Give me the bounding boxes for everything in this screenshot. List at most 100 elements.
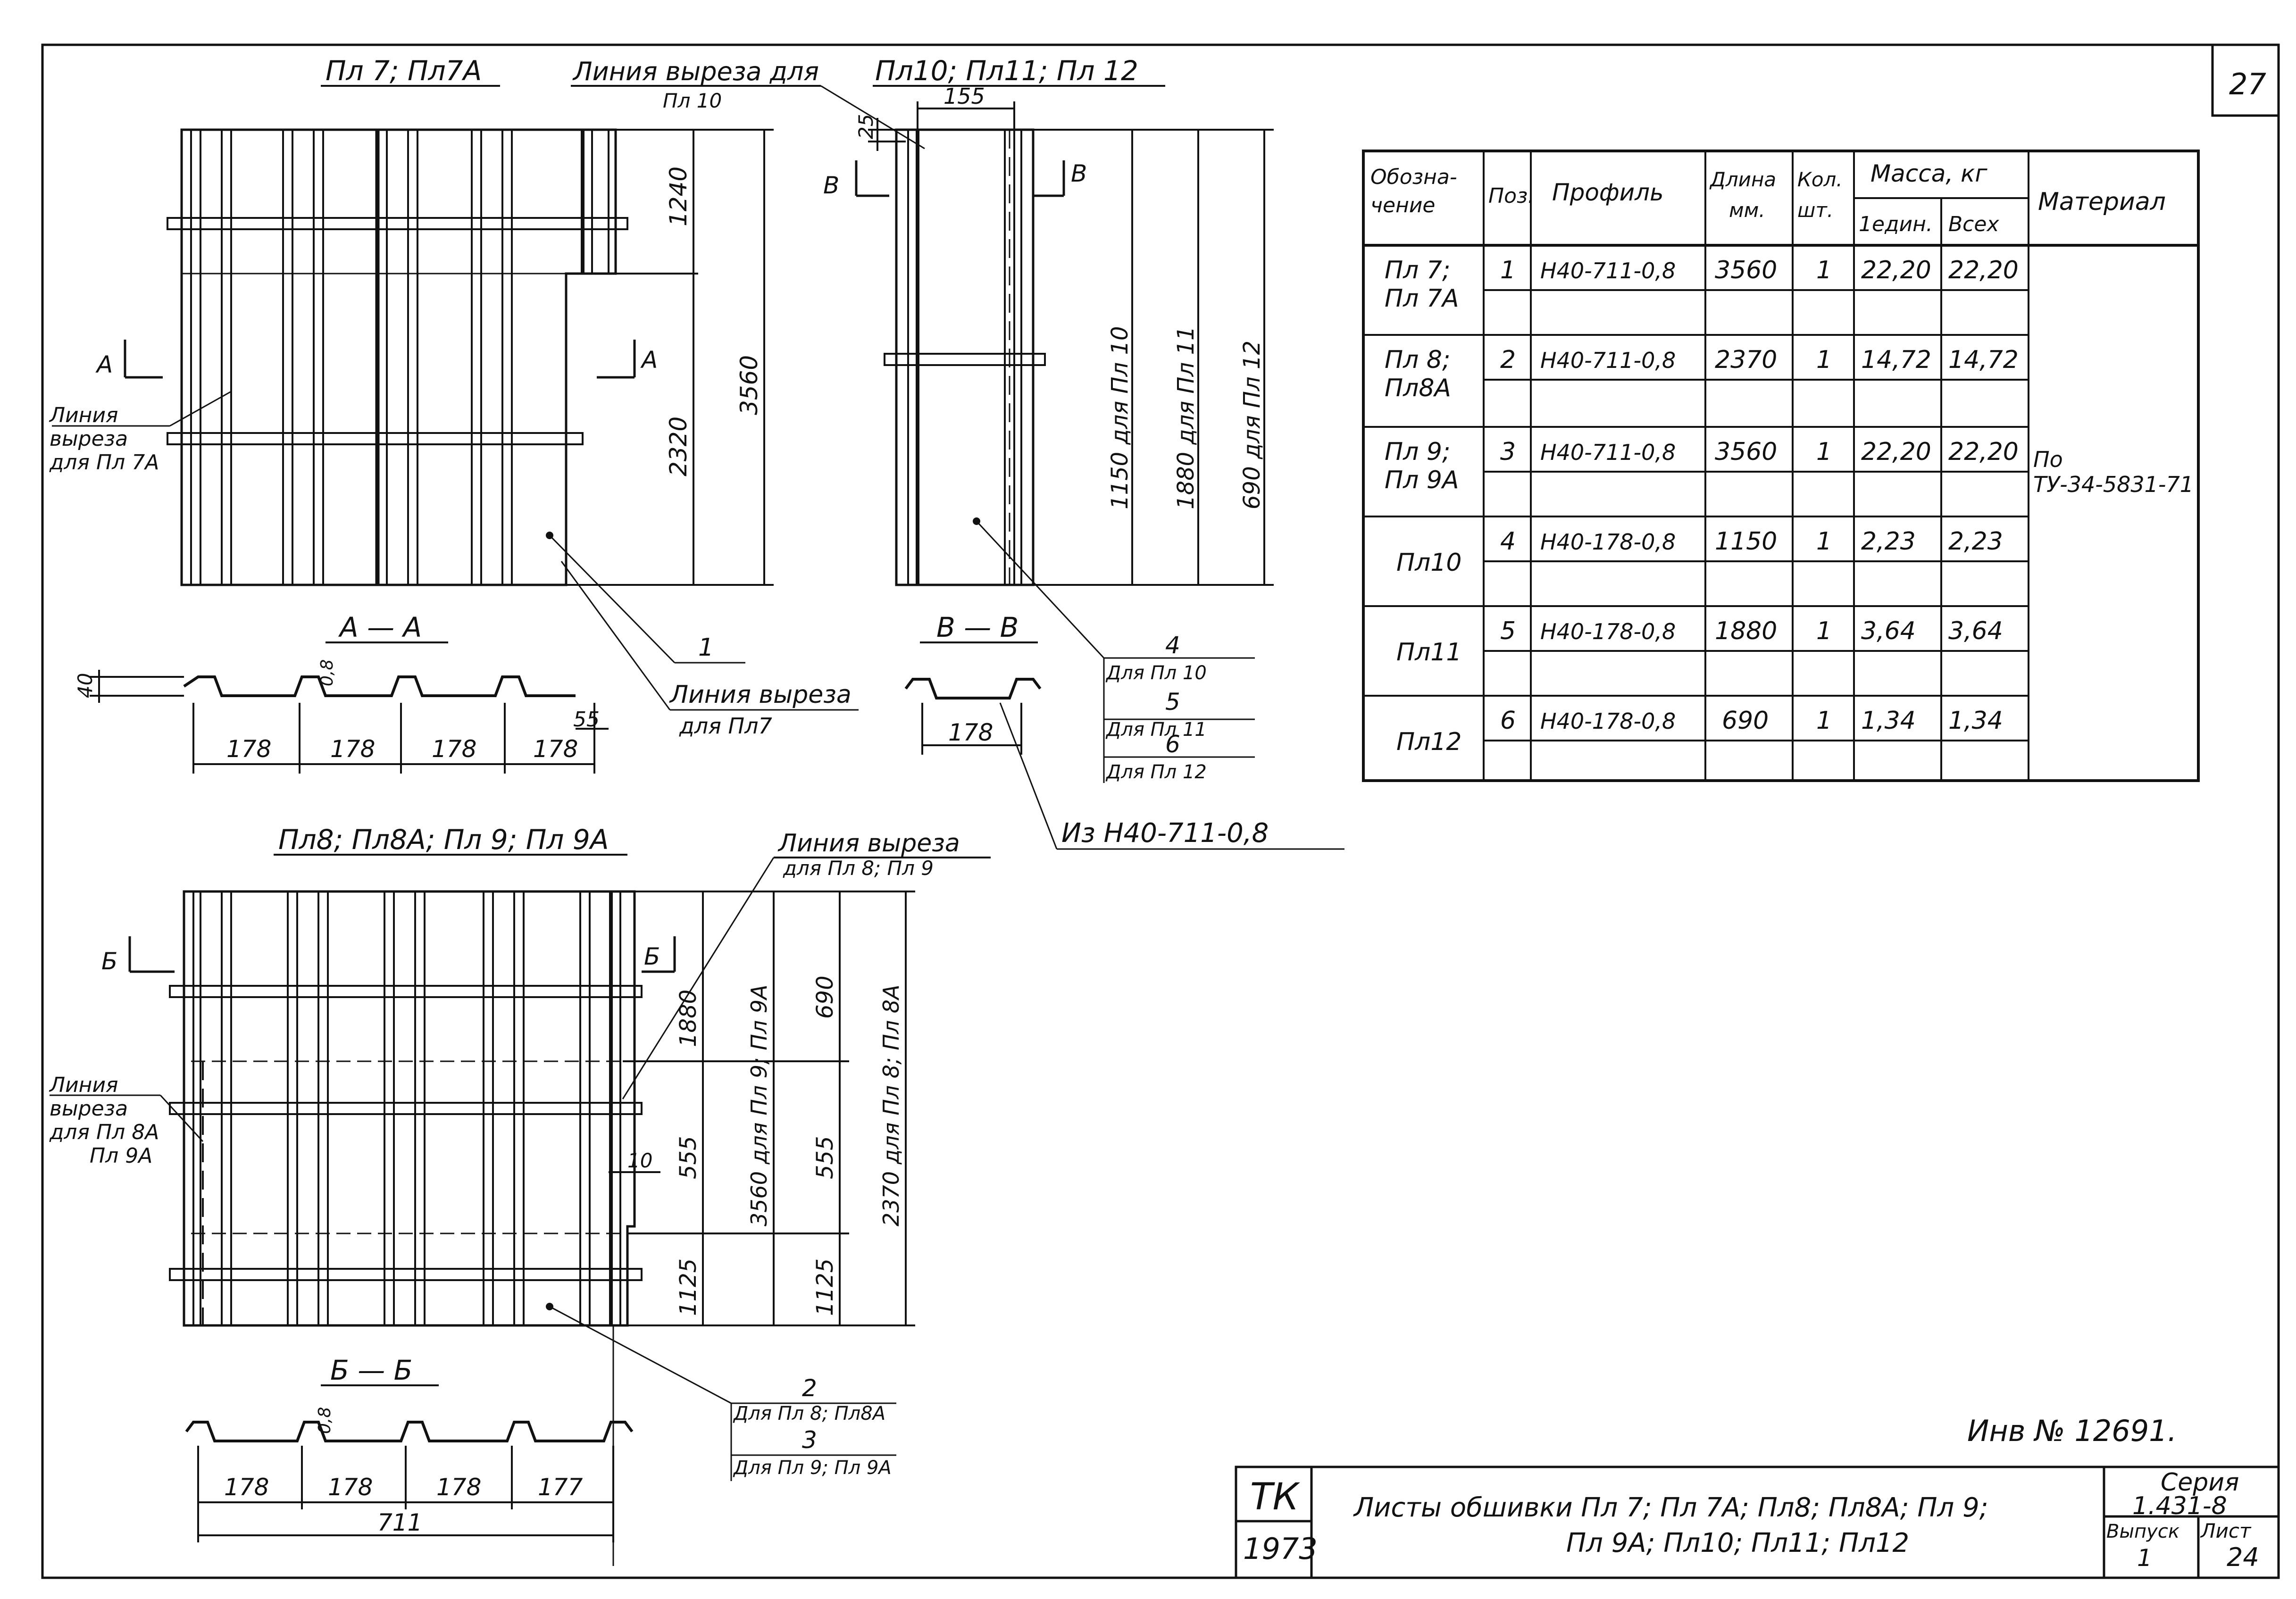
svg-text:Для Пл 11: Для Пл 11 <box>1105 719 1207 741</box>
svg-text:2,23: 2,23 <box>1861 527 1916 556</box>
svg-text:178: 178 <box>328 1474 373 1501</box>
table-row: Пл11 5 Н40-178-0,8 1880 1 3,64 3,64 <box>1396 617 2003 666</box>
svg-text:Б: Б <box>101 948 117 975</box>
svg-text:Б: Б <box>644 943 660 970</box>
dim-1240: 1240 <box>665 167 692 226</box>
table-row: Пл10 4 Н40-178-0,8 1150 1 2,23 2,23 <box>1396 527 2003 577</box>
view-pl10: Пл10; Пл11; Пл 12 В В 155 25 <box>823 55 1274 783</box>
svg-text:22,20: 22,20 <box>1861 438 1931 466</box>
svg-text:1: 1 <box>1816 617 1832 645</box>
svg-text:178: 178 <box>436 1474 481 1501</box>
svg-text:40: 40 <box>74 673 97 698</box>
svg-text:Пл10: Пл10 <box>1396 549 1462 577</box>
cut-label-pl7: Линия выреза для Пл7 <box>560 561 859 739</box>
svg-text:22,20: 22,20 <box>1948 256 2019 284</box>
view-pl8: Пл8; Пл8А; Пл 9; Пл 9А Б Б <box>49 824 991 1566</box>
svg-text:55: 55 <box>573 708 600 732</box>
title-line-1: Листы обшивки Пл 7; Пл 7А; Пл8; Пл8А; Пл… <box>1353 1492 1988 1523</box>
svg-text:178: 178 <box>533 735 578 763</box>
svg-text:Пл 9;Пл 9А: Пл 9;Пл 9А <box>1385 438 1459 494</box>
svg-text:Пл 10: Пл 10 <box>663 89 722 112</box>
svg-text:Н40-178-0,8: Н40-178-0,8 <box>1540 529 1676 555</box>
svg-text:555: 555 <box>675 1136 701 1179</box>
svg-text:3: 3 <box>802 1426 817 1454</box>
mark-a-right: А <box>640 346 658 374</box>
svg-text:Линия выреза: Линия выреза <box>669 681 852 709</box>
svg-text:3560 для Пл 9; Пл 9А: 3560 для Пл 9; Пл 9А <box>746 984 772 1226</box>
svg-text:1,34: 1,34 <box>1861 707 1916 735</box>
pl7-dimensions <box>566 129 774 586</box>
svg-text:Н40-711-0,8: Н40-711-0,8 <box>1540 440 1676 465</box>
mark-a-left: А <box>95 351 113 378</box>
section-mark-b <box>855 160 1065 197</box>
table-row: Пл 9;Пл 9А 3 Н40-711-0,8 3560 1 22,20 22… <box>1385 438 2019 494</box>
leader-pos-1: 1 <box>546 532 745 664</box>
hdr-material: Материал <box>2038 188 2166 216</box>
svg-text:Для Пл 10: Для Пл 10 <box>1105 662 1207 684</box>
svg-text:0,8: 0,8 <box>317 659 337 686</box>
svg-text:А — А: А — А <box>338 611 422 643</box>
svg-text:6: 6 <box>1165 731 1180 758</box>
svg-text:1150: 1150 <box>1715 527 1777 556</box>
svg-text:выреза: выреза <box>50 1097 128 1121</box>
svg-text:для Пл 8А: для Пл 8А <box>49 1120 159 1144</box>
section-6-6: Б — Б 0,8 178 178 178 177 711 <box>185 1354 634 1542</box>
cut-label-pl89a: Линия выреза для Пл 8А Пл 9А <box>49 1073 204 1168</box>
svg-text:1: 1 <box>1816 256 1832 284</box>
svg-text:178: 178 <box>432 735 476 763</box>
sheet-value: 24 <box>2227 1542 2259 1572</box>
hdr-pos: Поз. <box>1488 184 1534 208</box>
svg-text:Пл12: Пл12 <box>1396 728 1462 756</box>
dim-155: 155 <box>943 83 985 109</box>
svg-text:1: 1 <box>698 633 714 662</box>
view-pl8-title: Пл8; Пл8А; Пл 9; Пл 9А <box>278 824 609 856</box>
sheet-number: 27 <box>2229 67 2266 101</box>
drawing-frame: 27 <box>41 43 2280 1579</box>
svg-text:1125: 1125 <box>675 1258 701 1316</box>
svg-text:4: 4 <box>1500 527 1516 556</box>
svg-text:178: 178 <box>330 735 375 763</box>
svg-text:711: 711 <box>377 1509 422 1536</box>
svg-text:для Пл 7А: для Пл 7А <box>49 450 159 475</box>
dim-3560: 3560 <box>735 355 763 415</box>
title-line-2: Пл 9А; Пл10; Пл11; Пл12 <box>1566 1528 1909 1558</box>
svg-text:14,72: 14,72 <box>1861 346 1931 374</box>
pl7-ribs <box>190 130 609 585</box>
svg-text:5: 5 <box>1165 688 1180 716</box>
svg-text:1: 1 <box>1816 707 1832 735</box>
svg-text:Для Пл 12: Для Пл 12 <box>1105 761 1207 783</box>
hdr-designation-2: чение <box>1370 193 1436 217</box>
from-profile-label: Из Н40-711-0,8 <box>999 702 1344 850</box>
leader-pos-2-3: 2 Для Пл 8; Пл8А 3 Для Пл 9; Пл 9А <box>546 1303 896 1566</box>
mark-b-right: В <box>1071 160 1087 187</box>
svg-text:14,72: 14,72 <box>1948 346 2019 374</box>
table-row: Пл 8;Пл8А 2 Н40-711-0,8 2370 1 14,72 14,… <box>1385 346 2019 402</box>
svg-text:2: 2 <box>802 1374 817 1402</box>
svg-text:1880: 1880 <box>1715 617 1777 645</box>
hdr-mass-total: Всех <box>1948 212 1999 236</box>
view-pl10-title: Пл10; Пл11; Пл 12 <box>875 55 1138 87</box>
svg-text:690: 690 <box>1722 707 1769 735</box>
view-pl7: Пл 7; Пл7А А А <box>49 55 859 739</box>
series-label: Серия <box>2161 1468 2239 1497</box>
hdr-designation-1: Обозна- <box>1370 165 1457 189</box>
svg-text:690: 690 <box>812 975 838 1019</box>
svg-text:3: 3 <box>1500 438 1516 466</box>
svg-text:1880: 1880 <box>675 990 701 1047</box>
svg-text:555: 555 <box>812 1136 838 1179</box>
dim-1880-pl11: 1880 для Пл 11 <box>1173 326 1199 509</box>
svg-text:0,8: 0,8 <box>315 1407 334 1434</box>
svg-text:Пл 7;Пл 7А: Пл 7;Пл 7А <box>1385 256 1459 313</box>
svg-text:1: 1 <box>1500 256 1516 284</box>
svg-text:Пл 9А: Пл 9А <box>90 1144 152 1168</box>
svg-text:3,64: 3,64 <box>1861 617 1916 645</box>
svg-text:Линия: Линия <box>49 403 118 427</box>
svg-text:Для Пл 8; Пл8А: Для Пл 8; Пл8А <box>733 1403 885 1424</box>
cut-label-pl7a: Линия выреза для Пл 7А <box>49 391 232 475</box>
section-a-a: А — А 40 0,8 178 178 178 178 55 <box>74 611 609 774</box>
svg-text:Н40-178-0,8: Н40-178-0,8 <box>1540 708 1676 734</box>
svg-text:3,64: 3,64 <box>1948 617 2003 645</box>
svg-text:для Пл7: для Пл7 <box>679 713 772 739</box>
